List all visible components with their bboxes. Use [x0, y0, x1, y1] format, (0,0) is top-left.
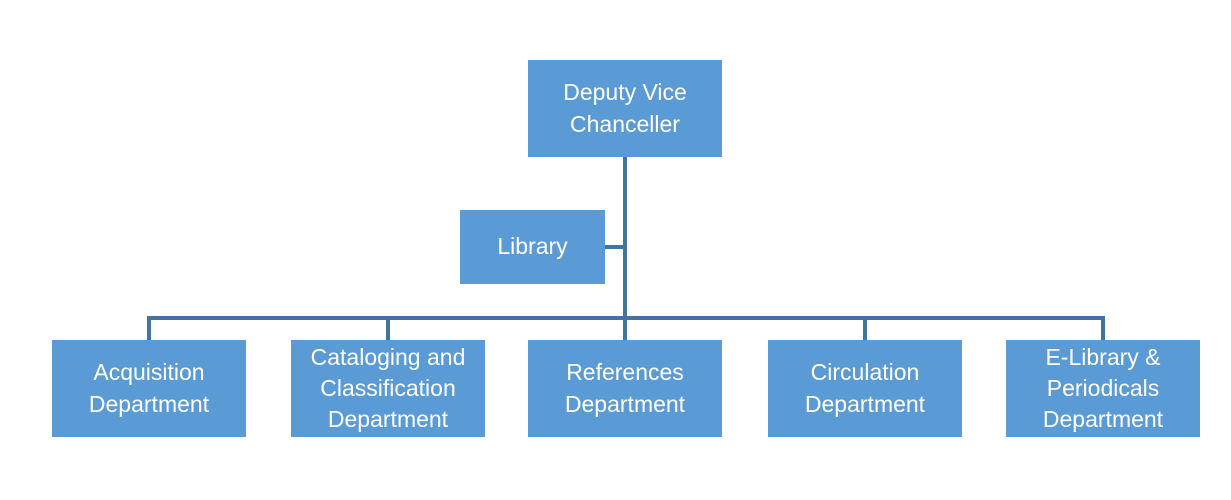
connector-drop-cataloging — [386, 316, 390, 340]
connector-library-line — [603, 245, 625, 249]
connector-bus-line — [147, 316, 1105, 320]
node-elibrary-periodicals-department-label: E-Library & Periodicals Department — [1042, 343, 1164, 433]
node-cataloging-classification-department: Cataloging and Classification Department — [291, 340, 485, 437]
node-acquisition-department-label: Acquisition Department — [88, 359, 210, 417]
connector-drop-acquisition — [147, 316, 151, 340]
node-references-department-label: References Department — [564, 359, 686, 417]
node-deputy-vice-chanceller-label: Deputy Vice Chanceller — [563, 79, 687, 137]
node-library: Library — [460, 210, 605, 284]
node-elibrary-periodicals-department: E-Library & Periodicals Department — [1006, 340, 1200, 437]
node-circulation-department: Circulation Department — [768, 340, 962, 437]
node-deputy-vice-chanceller: Deputy Vice Chanceller — [528, 60, 722, 157]
node-circulation-department-label: Circulation Department — [804, 359, 926, 417]
node-library-label: Library — [497, 233, 568, 260]
connector-trunk-line — [623, 156, 627, 340]
connector-drop-circulation — [863, 316, 867, 340]
node-acquisition-department: Acquisition Department — [52, 340, 246, 437]
connector-drop-elibrary — [1101, 316, 1105, 340]
node-references-department: References Department — [528, 340, 722, 437]
node-cataloging-classification-department-label: Cataloging and Classification Department — [310, 343, 466, 433]
